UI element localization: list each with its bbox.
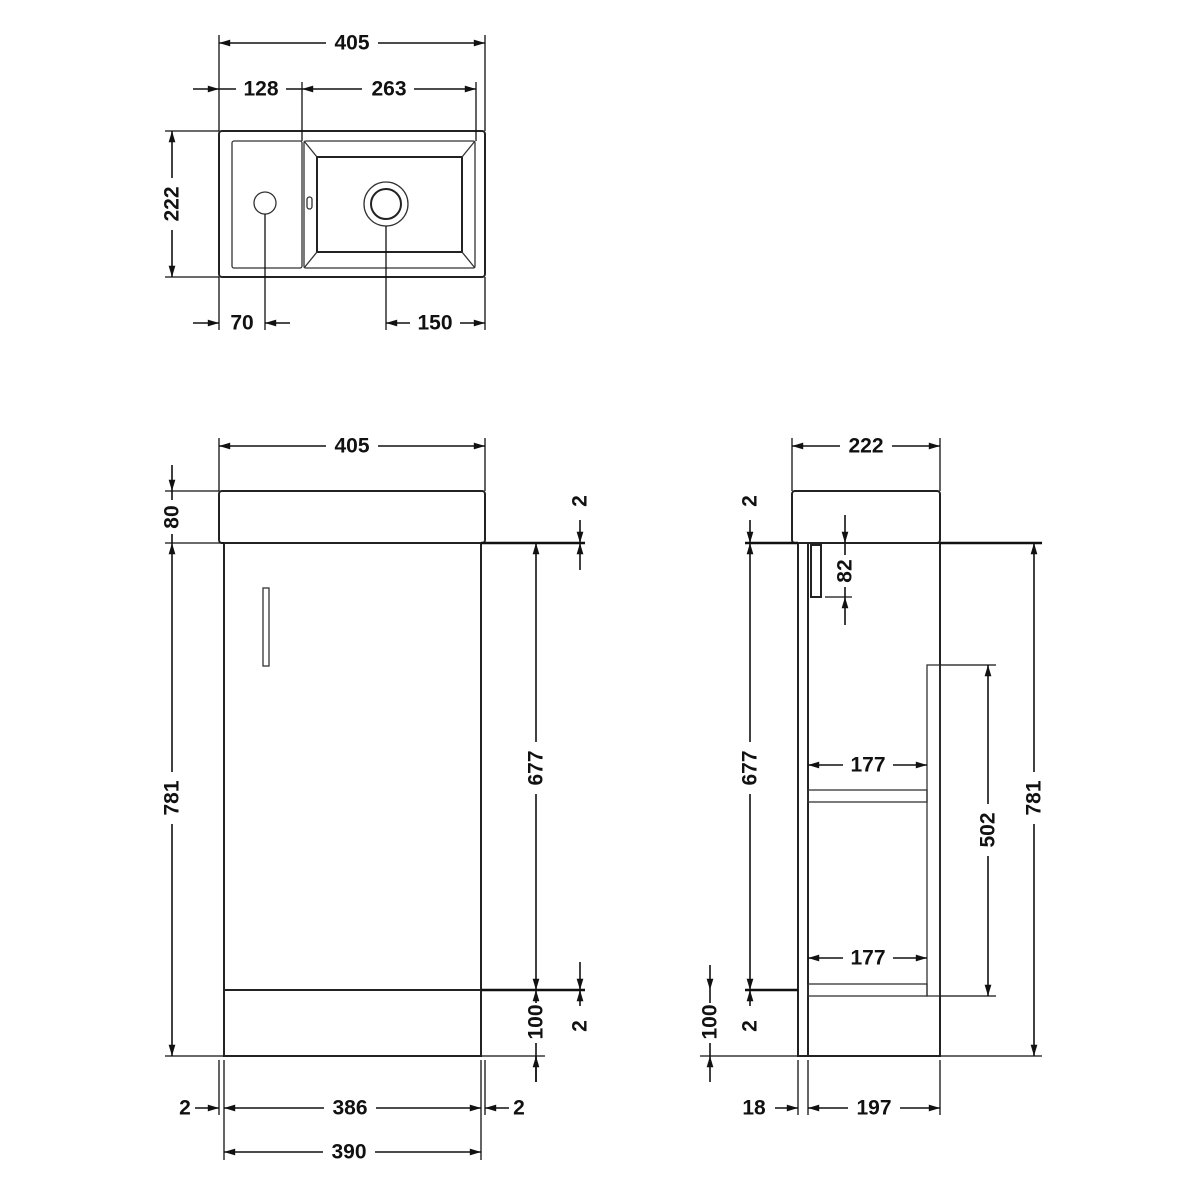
dim-side-unit-height: 781 [1022,542,1046,1056]
label-2: 2 [569,495,592,507]
dim-plan-depth: 222 [160,131,184,277]
label-2: 2 [569,1020,592,1032]
side-view: 222 2 677 82 177 177 [698,434,1046,1120]
label-2: 2 [739,495,762,507]
dim-plan-overall-width: 405 [219,31,485,55]
bowl-chamfers [303,140,476,269]
tap-ledge [231,140,303,269]
dim-front-unit-height: 781 [160,542,184,1056]
label-390: 390 [331,1141,366,1164]
label-177: 177 [850,947,885,970]
tap-hole-icon [253,191,277,215]
label-405: 405 [334,435,369,458]
label-70: 70 [230,312,253,335]
basin-outline [218,130,486,278]
back-panel [926,664,941,997]
dim-side-gap-top: 2 [739,495,762,544]
overflow-icon [306,196,313,210]
dim-front-basin-height: 80 [160,465,184,543]
shelf-top [807,789,928,803]
label-781: 781 [1023,780,1046,815]
front-extension-lines [165,438,585,1160]
label-197: 197 [856,1097,891,1120]
dim-plan-tap-offset: 70 [193,312,290,335]
label-405: 405 [334,32,369,55]
waste-inner-icon [370,188,402,220]
dim-side-shelf-top: 177 [807,753,928,777]
bowl-outer [303,140,476,269]
label-677: 677 [525,750,548,785]
label-100: 100 [699,1004,722,1039]
label-82: 82 [834,559,857,582]
dim-plan-tap-ledge: 128 [193,77,302,101]
bowl-inner [316,156,463,253]
label-222: 222 [848,435,883,458]
dim-side-shelf-bottom: 177 [807,946,928,970]
label-781: 781 [161,780,184,815]
dim-front-plinth-height: 100 [524,989,548,1082]
label-222: 222 [161,186,184,221]
label-177: 177 [850,754,885,777]
label-386: 386 [332,1097,367,1120]
label-2: 2 [513,1097,525,1120]
label-677: 677 [739,750,762,785]
shelf-bottom [807,983,928,997]
dim-front-overall-width: 405 [219,434,485,458]
dim-side-handle-height: 82 [833,515,857,625]
label-80: 80 [161,505,184,528]
dim-front-gap-bottom: 2 [569,962,592,1032]
handle-side [810,544,822,598]
label-263: 263 [371,78,406,101]
dim-side-door-carcass: 18 197 [742,1096,941,1120]
dim-front-gap-top: 2 [569,495,592,570]
label-502: 502 [977,812,1000,847]
dim-front-door-height: 677 [524,542,548,991]
basin-side [791,490,941,544]
label-18: 18 [742,1097,766,1120]
label-2: 2 [739,1020,762,1032]
label-100: 100 [525,1004,548,1039]
label-2: 2 [179,1097,191,1120]
dim-side-back-panel: 502 [976,664,1000,997]
cabinet-door [223,542,482,1057]
plan-extension-lines [165,35,486,330]
dim-front-side-gaps-door: 2 386 2 [179,1096,525,1120]
door-handle [262,587,270,667]
dim-side-plinth-height: 100 [698,965,722,1082]
dim-front-carcass-width: 390 [224,1140,481,1164]
dim-side-gap-bottom: 2 [739,989,762,1032]
basin-front [218,490,486,544]
carcass-side [807,542,941,1057]
dim-side-overall-depth: 222 [791,434,941,458]
plan-view: 405 128 263 222 70 150 [160,31,486,335]
label-150: 150 [417,312,452,335]
door-edge [797,542,809,1057]
label-128: 128 [243,78,278,101]
dim-plan-waste-offset: 150 [386,311,485,335]
front-view: 405 80 781 677 100 2 [160,434,592,1164]
dim-plan-bowl-width: 263 [302,77,476,101]
dim-side-door-height: 677 [738,542,762,991]
